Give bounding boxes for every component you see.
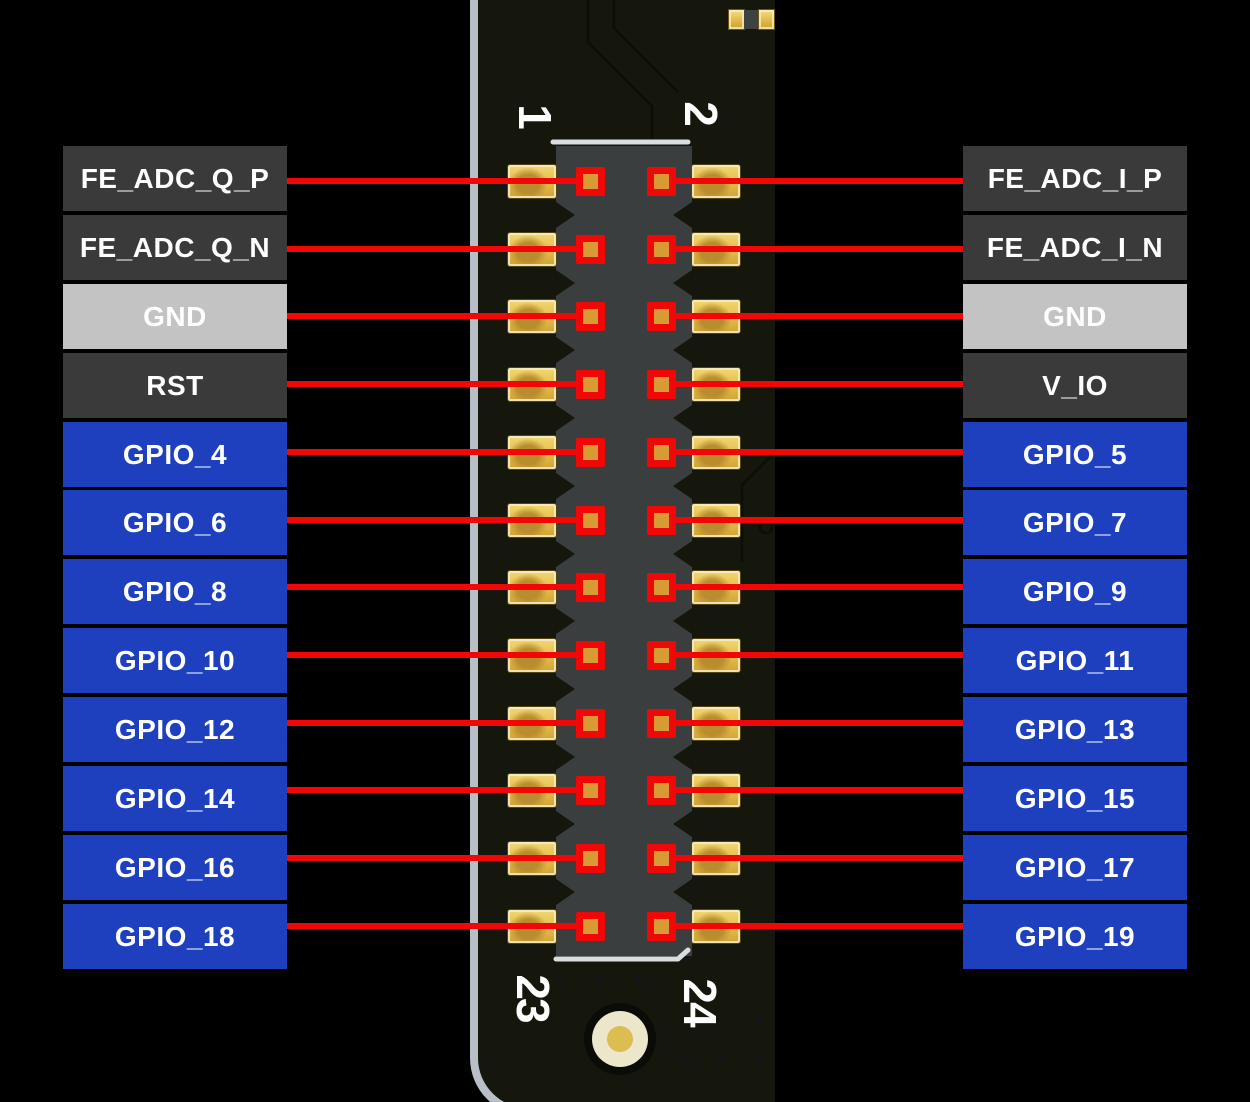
pin-label-left: GPIO_18	[63, 903, 287, 969]
pin-label-right: V_IO	[963, 352, 1187, 418]
wire-right	[660, 652, 963, 658]
pin-marker-right	[647, 640, 676, 670]
wire-left	[287, 787, 592, 793]
pin-marker-right	[647, 708, 676, 738]
pin-number-2: 2	[675, 101, 727, 125]
smd-component	[729, 10, 774, 30]
pin-marker-left	[576, 708, 605, 738]
pin-marker-right	[647, 437, 676, 467]
pin-label-left: RST	[63, 352, 287, 418]
wire-right	[660, 449, 963, 455]
wire-right	[660, 787, 963, 793]
wire-right	[660, 313, 963, 319]
pin-label-right: GPIO_17	[963, 834, 1187, 900]
via-dots	[520, 977, 763, 1064]
wire-left	[287, 720, 592, 726]
pin-marker-right	[647, 843, 676, 873]
wire-left	[287, 178, 592, 184]
silkscreen-lines	[550, 139, 691, 962]
pin-marker-left	[576, 234, 605, 264]
pin-marker-right	[647, 911, 676, 941]
pin-marker-right	[647, 369, 676, 399]
pin-marker-right	[647, 301, 676, 331]
wire-left	[287, 855, 592, 861]
pin-marker-left	[576, 301, 605, 331]
wire-left	[287, 923, 592, 929]
pin-label-right: FE_ADC_I_P	[963, 145, 1187, 211]
smd-component-pad-left	[729, 10, 744, 29]
wire-right	[660, 246, 963, 252]
pin-marker-left	[576, 843, 605, 873]
pin-label-right: GPIO_9	[963, 558, 1187, 624]
pin-label-right: GPIO_7	[963, 489, 1187, 555]
wire-left	[287, 517, 592, 523]
pin-label-left: GND	[63, 283, 287, 349]
wire-left	[287, 381, 592, 387]
pcb-traces	[586, 0, 776, 562]
pin-marker-left	[576, 911, 605, 941]
pin-marker-right	[647, 572, 676, 602]
pin-marker-left	[576, 437, 605, 467]
wire-left	[287, 449, 592, 455]
wire-right	[660, 178, 963, 184]
wire-left	[287, 584, 592, 590]
connector-body	[556, 146, 692, 956]
wire-right	[660, 855, 963, 861]
pin-label-left: GPIO_4	[63, 421, 287, 487]
smd-component-body	[744, 10, 759, 29]
pin-marker-right	[647, 166, 676, 196]
pin-label-right: GPIO_13	[963, 696, 1187, 762]
pin-number-23: 23	[507, 974, 559, 1022]
pin-label-right: GPIO_19	[963, 903, 1187, 969]
pin-label-right: GPIO_15	[963, 765, 1187, 831]
pin-label-right: GPIO_11	[963, 627, 1187, 693]
pin-label-left: GPIO_14	[63, 765, 287, 831]
wire-right	[660, 584, 963, 590]
pin-marker-right	[647, 234, 676, 264]
wire-right	[660, 923, 963, 929]
pin-label-right: FE_ADC_I_N	[963, 214, 1187, 280]
pin-label-left: GPIO_6	[63, 489, 287, 555]
pin-marker-left	[576, 369, 605, 399]
pin-label-left: GPIO_8	[63, 558, 287, 624]
pin-label-left: FE_ADC_Q_N	[63, 214, 287, 280]
pin-label-left: GPIO_16	[63, 834, 287, 900]
pin-marker-right	[647, 775, 676, 805]
smd-component-pad-right	[759, 10, 774, 29]
pin-marker-left	[576, 166, 605, 196]
pin-label-left: FE_ADC_Q_P	[63, 145, 287, 211]
pin-marker-left	[576, 572, 605, 602]
pin-label-right: GND	[963, 283, 1187, 349]
wire-right	[660, 517, 963, 523]
pin-number-24: 24	[674, 978, 726, 1026]
pin-label-right: GPIO_5	[963, 421, 1187, 487]
pin-number-1: 1	[509, 104, 561, 128]
wire-right	[660, 381, 963, 387]
wire-right	[660, 720, 963, 726]
wire-left	[287, 652, 592, 658]
pin-label-left: GPIO_12	[63, 696, 287, 762]
mounting-hole	[584, 1003, 656, 1075]
wire-left	[287, 313, 592, 319]
pin-marker-left	[576, 505, 605, 535]
pin-marker-left	[576, 775, 605, 805]
wire-left	[287, 246, 592, 252]
pin-marker-left	[576, 640, 605, 670]
pin-marker-right	[647, 505, 676, 535]
pin-label-left: GPIO_10	[63, 627, 287, 693]
